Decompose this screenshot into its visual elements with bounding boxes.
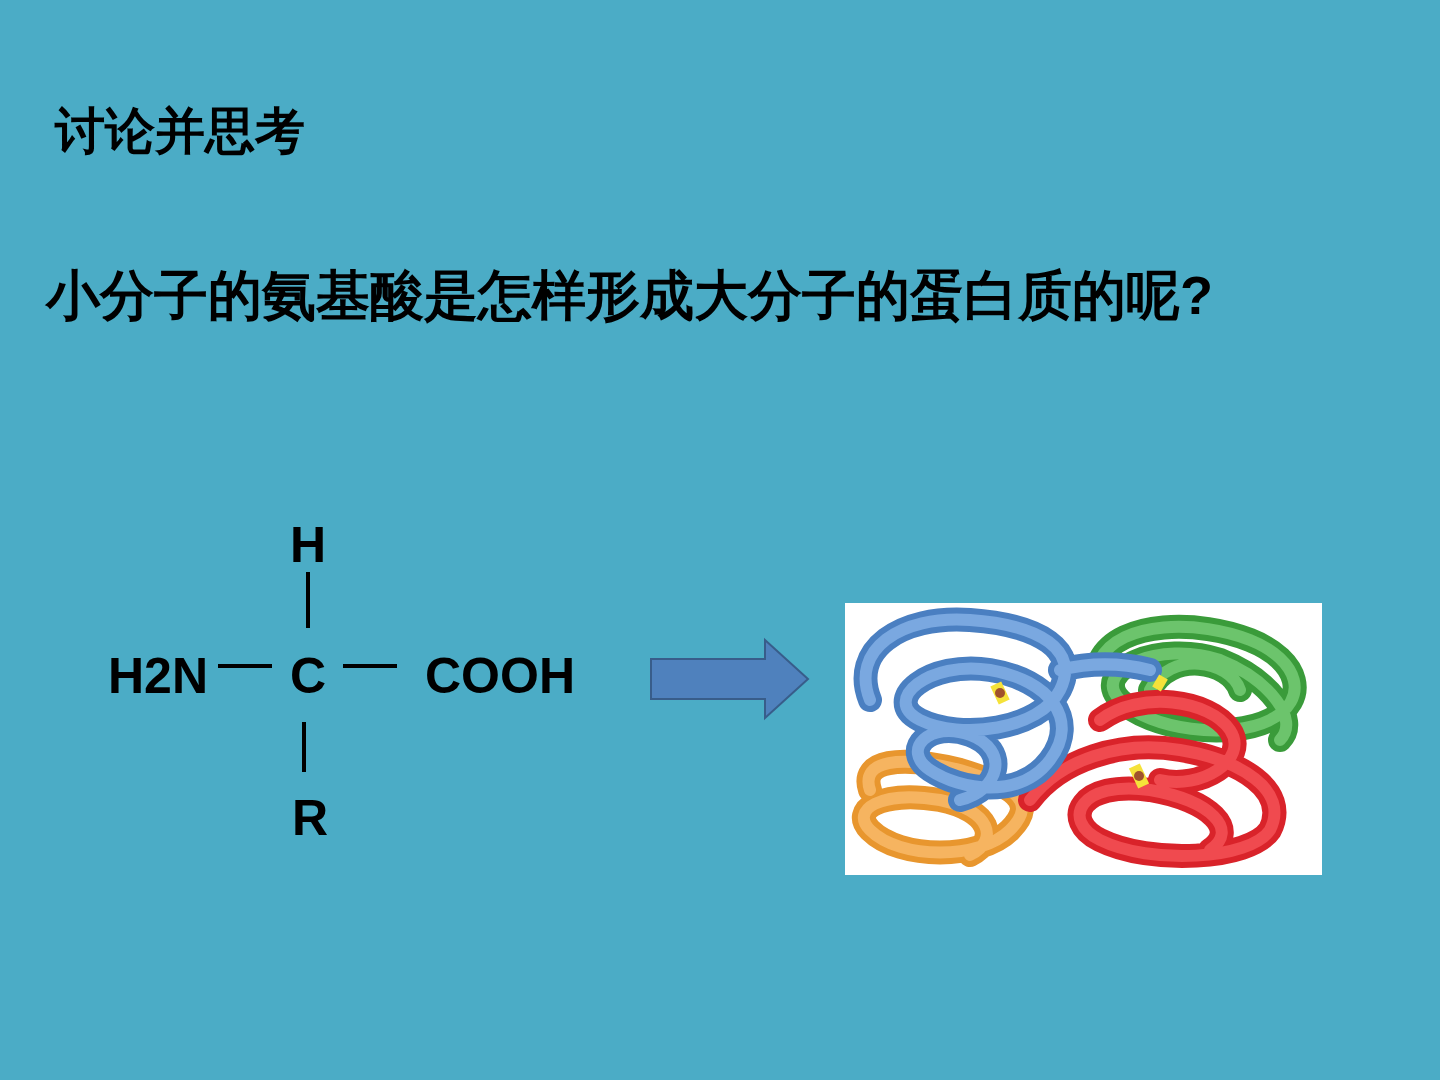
bond-lines [218, 572, 397, 772]
slide-title: 讨论并思考 [55, 98, 305, 165]
atom-label: H [290, 520, 326, 570]
group-label: COOH [425, 651, 575, 701]
question-text: 小分子的氨基酸是怎样形成大分子的蛋白质的呢? [46, 262, 1426, 330]
protein-picture [845, 603, 1322, 875]
block-arrow [651, 640, 808, 718]
atom-label: C [290, 651, 326, 701]
atom-label: R [292, 793, 328, 843]
group-label: H2N [108, 651, 208, 701]
